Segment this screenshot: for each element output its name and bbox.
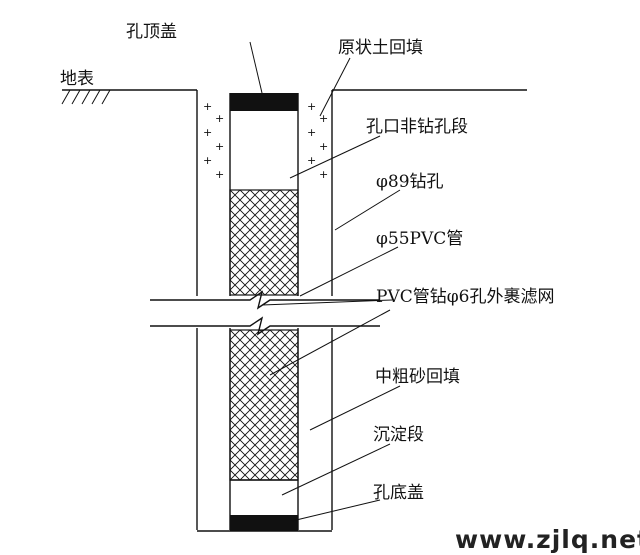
bottom-cap — [230, 515, 298, 531]
label-sediment: 沉淀段 — [373, 425, 424, 445]
label-ground: 地表 — [60, 69, 94, 89]
svg-text:+: + — [307, 126, 316, 139]
native-soil-backfill: +++ +++ +++ +++ — [203, 100, 328, 181]
svg-text:+: + — [215, 112, 224, 125]
ground-surface — [61, 89, 527, 105]
svg-text:+: + — [319, 140, 328, 153]
leader-lines — [249, 41, 401, 522]
break-line — [150, 290, 380, 336]
svg-text:+: + — [307, 154, 316, 167]
screen-lower — [229, 329, 299, 481]
svg-text:+: + — [203, 100, 212, 113]
svg-text:+: + — [215, 140, 224, 153]
label-top-cap: 孔顶盖 — [126, 22, 177, 42]
svg-text:+: + — [203, 126, 212, 139]
svg-text:+: + — [319, 112, 328, 125]
label-screen: PVC管钻φ6孔外裹滤网 — [376, 287, 554, 307]
svg-text:+: + — [203, 154, 212, 167]
svg-text:+: + — [319, 168, 328, 181]
label-non-drill-section: 孔口非钻孔段 — [366, 117, 468, 137]
label-borehole: φ89钻孔 — [376, 172, 444, 192]
watermark: www.zjlq.net — [455, 525, 640, 554]
svg-text:+: + — [215, 168, 224, 181]
label-bottom-cap: 孔底盖 — [373, 483, 424, 503]
label-pvc-pipe: φ55PVC管 — [376, 229, 463, 249]
label-backfill-native: 原状土回填 — [338, 38, 423, 58]
svg-text:+: + — [307, 100, 316, 113]
top-cap — [230, 93, 298, 111]
screen-upper — [229, 189, 299, 296]
label-sand-backfill: 中粗砂回填 — [375, 367, 460, 387]
